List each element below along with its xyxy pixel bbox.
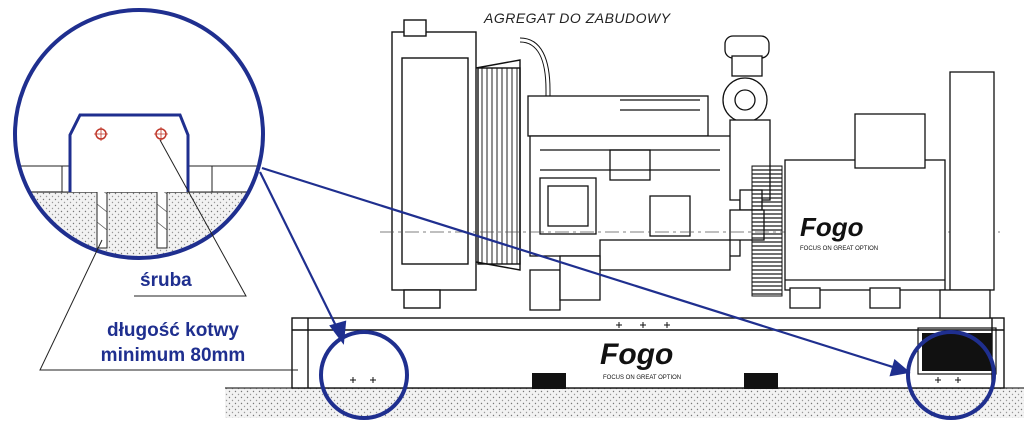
brand-logo-alternator: Fogo [800,212,864,242]
engine [519,35,771,311]
detail-circle-left [319,330,409,420]
zoom-arrows [259,166,911,377]
mounting-bracket [68,113,190,192]
floor [225,388,1024,418]
base-foot-right [744,373,778,389]
diagram-title: AGREGAT DO ZABUDOWY [484,10,671,26]
alternator-logo: Fogo FOCUS ON GREAT OPTION [800,212,878,252]
callout-bolt-label: śruba [140,270,192,291]
callout-anchor-line2: minimum 80mm [100,345,246,366]
base-logo: Fogo FOCUS ON GREAT OPTION [600,338,681,381]
callout-anchor-line1: długość kotwy [107,320,239,341]
alternator [784,71,995,319]
base-frame [291,317,1005,389]
callout-anchor-label: długość kotwy minimum 80mm [58,318,288,368]
base-foot-left [532,373,566,389]
engine-grille [751,165,783,297]
detail-circle-right [906,330,996,420]
base-vent [922,333,992,371]
brand-logo-base: Fogo [600,338,673,371]
brand-tagline-alternator: FOCUS ON GREAT OPTION [800,246,878,252]
radiator [391,19,521,309]
zoom-detail [13,8,265,260]
leader-lines [39,139,298,371]
base-plus-marks [350,322,961,383]
brand-tagline-base: FOCUS ON GREAT OPTION [603,375,681,381]
